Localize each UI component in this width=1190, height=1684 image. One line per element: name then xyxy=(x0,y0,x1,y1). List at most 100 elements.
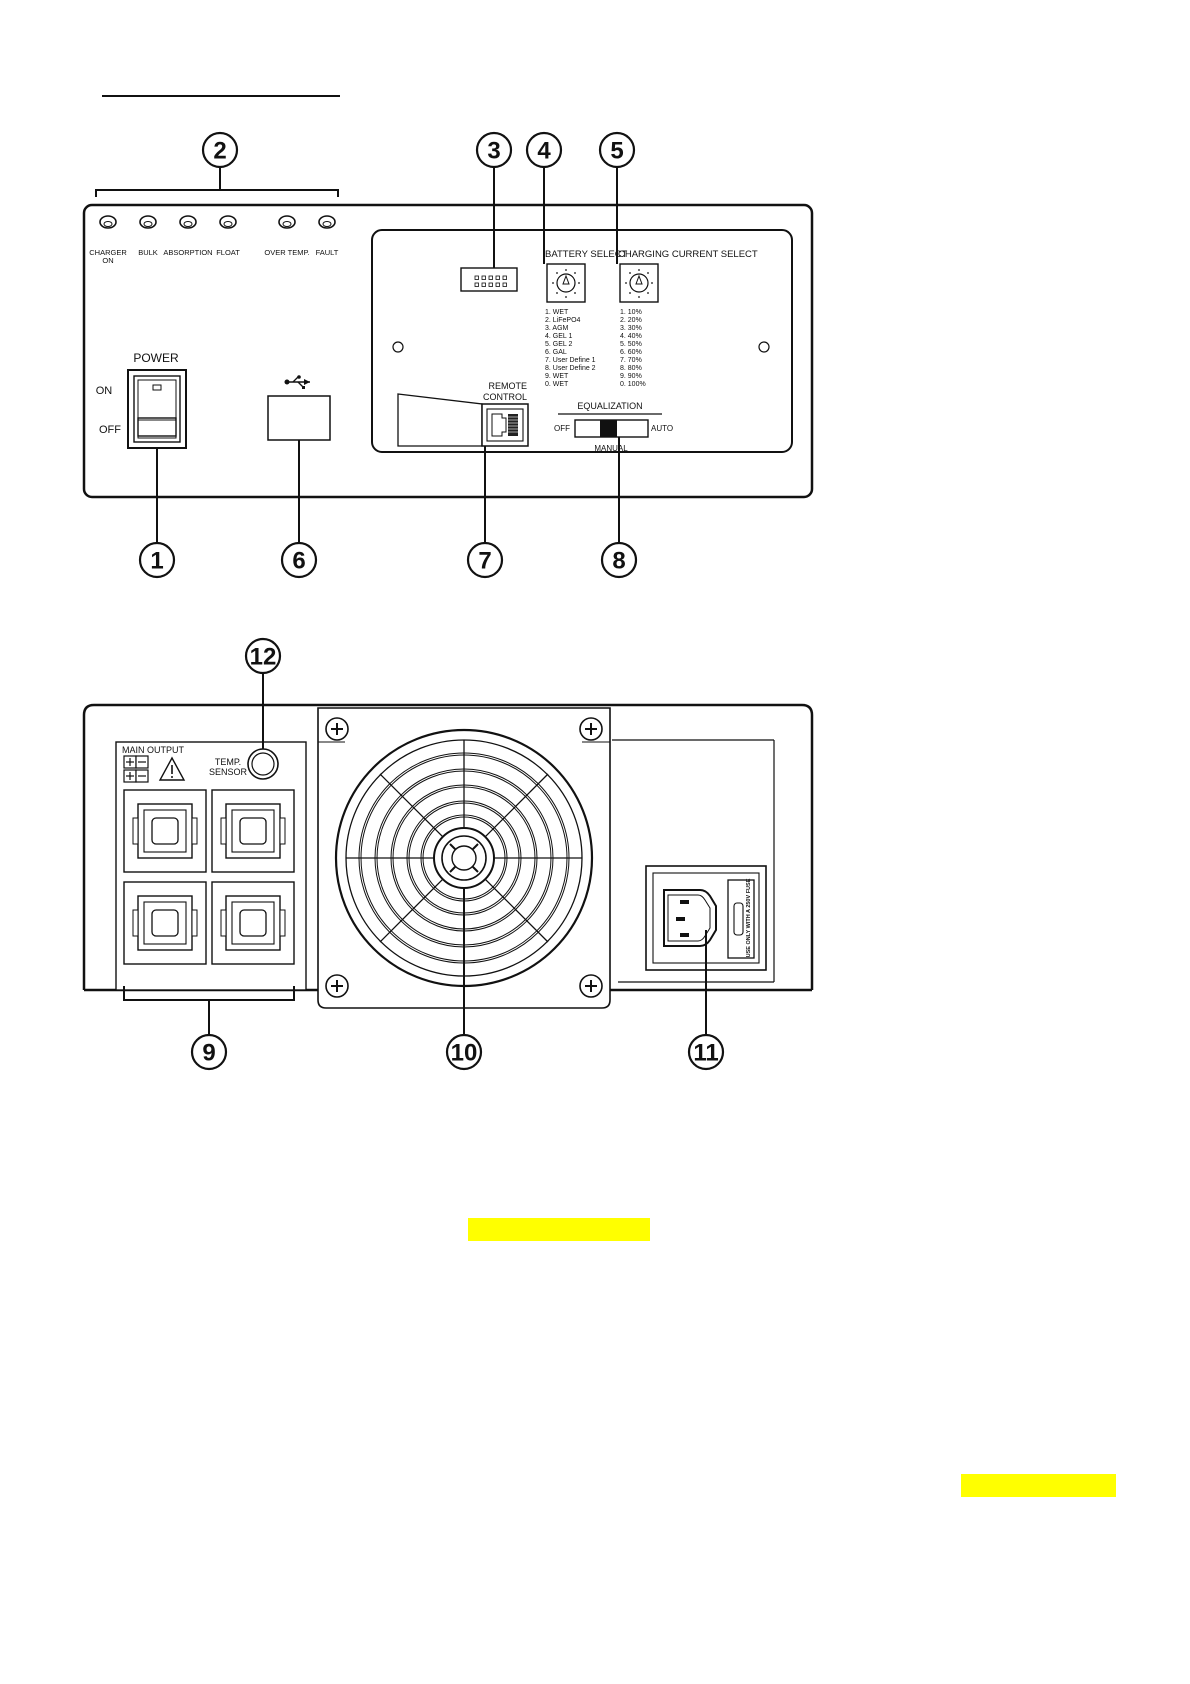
power-on-label: ON xyxy=(96,385,113,397)
led-label-float: FLOAT xyxy=(216,248,240,257)
current-option: 4. 40% xyxy=(620,333,642,340)
battery-option: 3. AGM xyxy=(545,325,569,332)
battery-options-list: 1. WET 2. LiFePO4 3. AGM 4. GEL 1 5. GEL… xyxy=(545,309,596,388)
rear-panel: MAIN OUTPUT TEMP. SENSOR xyxy=(82,703,814,1009)
callout-2: 2 xyxy=(201,131,239,169)
polarity-icon xyxy=(123,755,149,783)
remote-label-1: REMOTE xyxy=(488,381,527,391)
svg-text:9: 9 xyxy=(202,1040,215,1067)
fan-screw xyxy=(325,974,349,998)
highlight-bar xyxy=(961,1474,1116,1497)
remote-control-port[interactable] xyxy=(481,403,529,447)
battery-select-dial[interactable] xyxy=(546,263,586,303)
current-option: 2. 20% xyxy=(620,317,642,324)
current-options-list: 1. 10% 2. 20% 3. 30% 4. 40% 5. 50% 6. 60… xyxy=(620,309,646,388)
power-off-label: OFF xyxy=(99,424,121,436)
callout-4: 4 xyxy=(525,131,563,169)
front-callout-leaders xyxy=(156,168,620,542)
current-option: 9. 90% xyxy=(620,373,642,380)
highlight-bar xyxy=(468,1218,650,1241)
svg-text:7: 7 xyxy=(478,548,491,575)
output-terminal[interactable] xyxy=(123,789,207,873)
battery-option: 8. User Define 2 xyxy=(545,365,596,372)
led-label-charger-on-line2: ON xyxy=(102,256,113,265)
callout-3: 3 xyxy=(475,131,513,169)
fan-screw xyxy=(325,717,349,741)
led-fault xyxy=(318,215,336,229)
battery-option: 0. WET xyxy=(545,381,569,388)
output-terminal[interactable] xyxy=(211,789,295,873)
svg-text:10: 10 xyxy=(451,1040,478,1067)
battery-option: 4. GEL 1 xyxy=(545,333,572,340)
cooling-fan xyxy=(317,707,611,1009)
led-label-bulk: BULK xyxy=(138,248,158,257)
current-select-title: CHARGING CURRENT SELECT xyxy=(618,249,758,260)
svg-text:11: 11 xyxy=(693,1040,718,1067)
current-option: 0. 100% xyxy=(620,381,646,388)
svg-text:5: 5 xyxy=(610,138,623,165)
temp-sensor-port[interactable] xyxy=(247,748,279,780)
svg-text:6: 6 xyxy=(292,548,305,575)
callout-6: 6 xyxy=(280,541,318,579)
power-label: POWER xyxy=(133,351,179,365)
current-option: 5. 50% xyxy=(620,341,642,348)
callout-10: 10 xyxy=(445,1033,483,1071)
svg-text:8: 8 xyxy=(612,548,625,575)
callout-1: 1 xyxy=(138,541,176,579)
svg-text:12: 12 xyxy=(250,644,277,671)
battery-option: 7. User Define 1 xyxy=(545,357,596,364)
led-bracket xyxy=(95,189,339,197)
battery-option: 5. GEL 2 xyxy=(545,341,572,348)
battery-option: 2. LiFePO4 xyxy=(545,317,581,324)
callout-11: 11 xyxy=(687,1033,725,1071)
current-option: 3. 30% xyxy=(620,325,642,332)
current-option: 1. 10% xyxy=(620,309,642,316)
fuse-label: USE ONLY WITH A 250V FUSE xyxy=(746,878,752,957)
output-terminal[interactable] xyxy=(123,881,207,965)
battery-option: 9. WET xyxy=(545,373,569,380)
led-float xyxy=(219,215,237,229)
led-over-temp xyxy=(278,215,296,229)
fan-screw xyxy=(579,717,603,741)
led-label-over-temp: OVER TEMP. xyxy=(264,248,309,257)
callout-5: 5 xyxy=(598,131,636,169)
current-option: 8. 80% xyxy=(620,365,642,372)
led-charger-on xyxy=(99,215,117,229)
battery-option: 6. GAL xyxy=(545,349,567,356)
panel-screw-left xyxy=(392,341,404,353)
battery-select-title: BATTERY SELECT xyxy=(545,249,628,260)
led-bulk xyxy=(139,215,157,229)
current-option: 7. 70% xyxy=(620,357,642,364)
current-option: 6. 60% xyxy=(620,349,642,356)
led-label-fault: FAULT xyxy=(316,248,339,257)
led-group xyxy=(99,215,336,229)
callout-12: 12 xyxy=(244,637,282,675)
usb-icon xyxy=(284,375,310,389)
eq-off-label: OFF xyxy=(554,424,570,433)
callout-8: 8 xyxy=(600,541,638,579)
rear-callout-leaders xyxy=(208,674,707,1034)
svg-text:4: 4 xyxy=(537,138,551,165)
svg-text:2: 2 xyxy=(213,138,226,165)
warning-triangle-icon xyxy=(158,756,186,781)
usb-port[interactable] xyxy=(267,395,331,441)
equalization-switch[interactable] xyxy=(574,419,649,438)
panel-screw-right xyxy=(758,341,770,353)
battery-option: 1. WET xyxy=(545,309,569,316)
main-output-label: MAIN OUTPUT xyxy=(122,745,185,755)
eq-auto-label: AUTO xyxy=(651,424,673,433)
fan-screw xyxy=(579,974,603,998)
current-select-dial[interactable] xyxy=(619,263,659,303)
remote-label-2: CONTROL xyxy=(483,392,527,402)
svg-text:3: 3 xyxy=(487,138,500,165)
connector-header[interactable] xyxy=(460,267,518,292)
led-label-absorption: ABSORPTION xyxy=(163,248,212,257)
output-terminal[interactable] xyxy=(211,881,295,965)
power-switch[interactable] xyxy=(127,369,187,449)
led-label-charger: CHARGER xyxy=(89,248,127,257)
led-absorption xyxy=(179,215,197,229)
front-panel: CHARGER ON BULK ABSORPTION FLOAT OVER TE… xyxy=(82,168,814,499)
temp-sensor-label-1: TEMP. xyxy=(215,757,241,767)
temp-sensor-label-2: SENSOR xyxy=(209,767,248,777)
